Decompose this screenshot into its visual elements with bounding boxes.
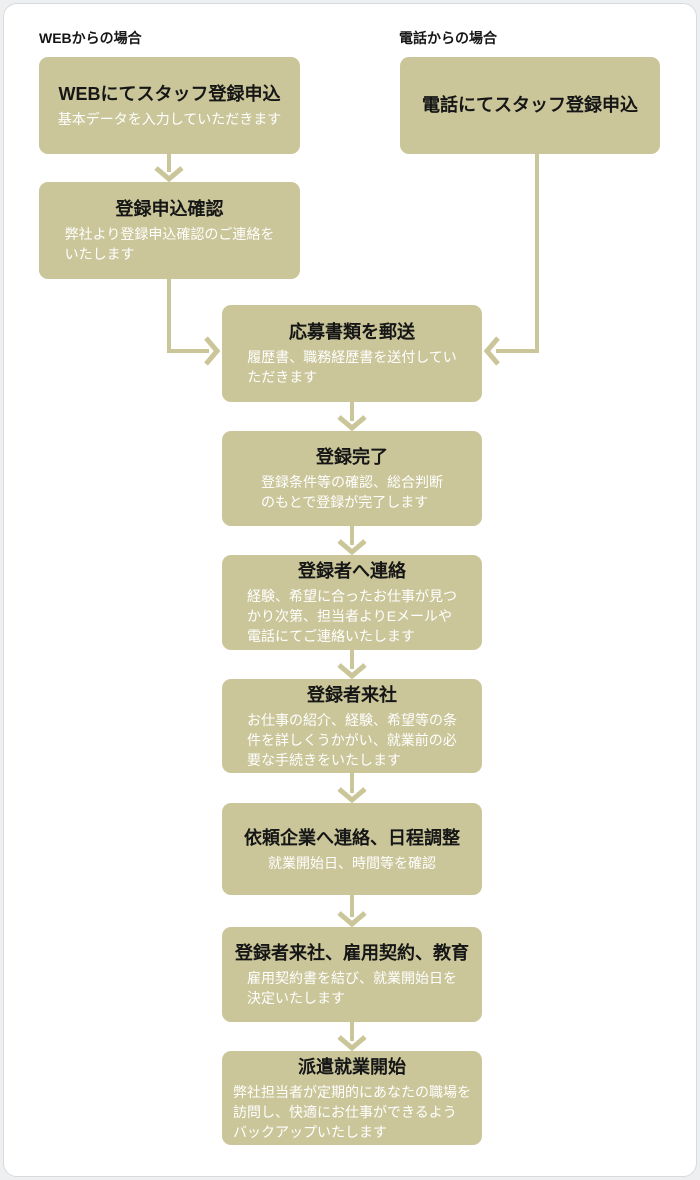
connector-line xyxy=(350,402,354,421)
connector-line xyxy=(167,154,171,172)
flow-box-contact-registrant: 登録者へ連絡 経験、希望に合ったお仕事が見つ かり次第、担当者よりEメールや 電… xyxy=(222,555,482,650)
flow-box-dispatch-start: 派遣就業開始 弊社担当者が定期的にあなたの職場を 訪問し、快適にお仕事ができるよ… xyxy=(222,1051,482,1145)
flow-box-web-apply: WEBにてスタッフ登録申込 基本データを入力していただきます xyxy=(39,57,300,154)
arrow-down-icon xyxy=(154,166,184,182)
flow-box-title: 派遣就業開始 xyxy=(298,1056,406,1077)
phone-path-label: 電話からの場合 xyxy=(399,30,497,46)
web-path-label: WEBからの場合 xyxy=(39,30,142,46)
flow-box-subtitle: 経験、希望に合ったお仕事が見つ かり次第、担当者よりEメールや 電話にてご連絡い… xyxy=(247,588,457,644)
flow-box-subtitle: 登録条件等の確認、総合判断 のもとで登録が完了します xyxy=(261,474,443,510)
flow-box-title: 応募書類を郵送 xyxy=(289,322,415,342)
flow-box-title: 登録完了 xyxy=(316,447,388,467)
connector-line xyxy=(167,349,209,353)
flow-box-client-schedule: 依頼企業へ連絡、日程調整 就業開始日、時間等を確認 xyxy=(222,803,482,895)
arrow-down-icon xyxy=(337,787,367,803)
connector-line xyxy=(350,773,354,793)
flow-box-mail-documents: 応募書類を郵送 履歴書、職務経歴書を送付してい ただきます xyxy=(222,305,482,402)
flow-box-subtitle: 履歴書、職務経歴書を送付してい ただきます xyxy=(247,349,457,385)
flow-box-title: WEBにてスタッフ登録申込 xyxy=(58,84,281,104)
flow-box-title: 登録者来社 xyxy=(307,684,397,705)
flow-box-title: 登録者へ連絡 xyxy=(298,561,406,581)
flow-box-subtitle: 弊社より登録申込確認のご連絡を いたします xyxy=(64,226,275,262)
arrow-down-icon xyxy=(337,539,367,555)
flow-box-phone-apply: 電話にてスタッフ登録申込 xyxy=(400,57,660,154)
flow-box-registration-complete: 登録完了 登録条件等の確認、総合判断 のもとで登録が完了します xyxy=(222,431,482,526)
flow-box-subtitle: お仕事の紹介、経験、希望等の条 件を詳しくうかがい、就業前の必 要な手続きをいた… xyxy=(247,711,457,768)
connector-line xyxy=(350,1022,354,1041)
flow-box-title: 電話にてスタッフ登録申込 xyxy=(422,95,638,115)
connector-line xyxy=(350,650,354,669)
connector-line xyxy=(167,279,171,353)
connector-line xyxy=(350,895,354,917)
flow-box-subtitle: 弊社担当者が定期的にあなたの職場を 訪問し、快適にお仕事ができるよう バックアッ… xyxy=(233,1083,471,1140)
flow-box-apply-confirm: 登録申込確認 弊社より登録申込確認のご連絡を いたします xyxy=(39,182,300,279)
arrow-down-icon xyxy=(337,1035,367,1051)
connector-line xyxy=(350,526,354,545)
flow-box-title: 登録者来社、雇用契約、教育 xyxy=(235,943,469,963)
connector-line xyxy=(496,349,539,353)
flow-box-subtitle: 雇用契約書を結び、就業開始日を 決定いたします xyxy=(247,970,457,1006)
arrow-right-icon xyxy=(204,336,220,366)
arrow-left-icon xyxy=(484,336,500,366)
flow-box-title: 登録申込確認 xyxy=(115,199,224,219)
connector-line xyxy=(535,154,539,353)
flow-box-contract-training: 登録者来社、雇用契約、教育 雇用契約書を結び、就業開始日を 決定いたします xyxy=(222,927,482,1022)
flow-box-subtitle: 就業開始日、時間等を確認 xyxy=(268,854,436,871)
arrow-down-icon xyxy=(337,663,367,679)
arrow-down-icon xyxy=(337,911,367,927)
arrow-down-icon xyxy=(337,415,367,431)
flow-box-title: 依頼企業へ連絡、日程調整 xyxy=(244,827,460,848)
flow-box-subtitle: 基本データを入力していただきます xyxy=(57,111,282,127)
flow-box-registrant-visit: 登録者来社 お仕事の紹介、経験、希望等の条 件を詳しくうかがい、就業前の必 要な… xyxy=(222,679,482,773)
